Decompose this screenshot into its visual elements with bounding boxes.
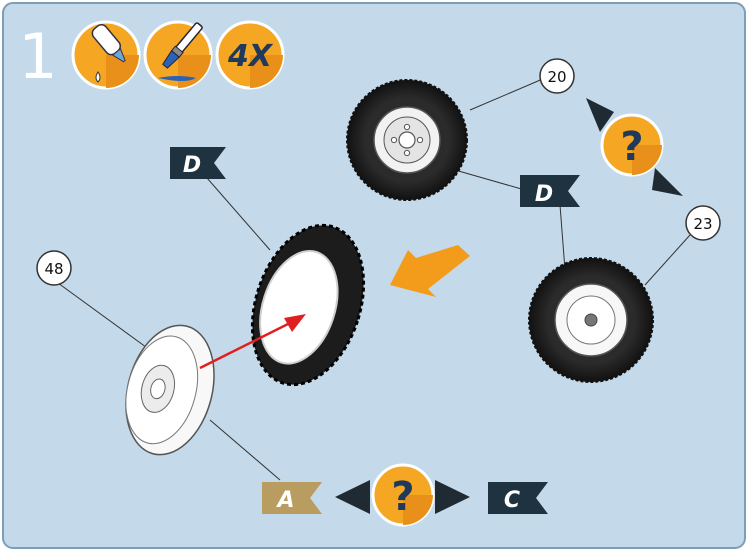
red-insert-arrow bbox=[199, 314, 306, 370]
svg-text:4X: 4X bbox=[227, 39, 274, 74]
leader-lines bbox=[57, 77, 691, 481]
part-label-23: 23 bbox=[685, 205, 721, 241]
flag-d-top: D bbox=[170, 147, 226, 179]
flag-d-middle: D bbox=[520, 175, 580, 207]
flag-a: A bbox=[262, 482, 322, 514]
step-number: 1 bbox=[18, 20, 57, 93]
svg-text:?: ? bbox=[391, 474, 414, 520]
svg-text:20: 20 bbox=[547, 68, 566, 86]
rim-48 bbox=[125, 324, 215, 456]
part-label-48: 48 bbox=[36, 250, 72, 286]
svg-text:?: ? bbox=[620, 124, 643, 170]
wheel-23 bbox=[528, 257, 654, 383]
svg-text:D: D bbox=[535, 182, 553, 207]
svg-text:23: 23 bbox=[693, 215, 712, 233]
choice-marker-right: ? bbox=[586, 98, 683, 196]
tire bbox=[250, 223, 366, 387]
svg-text:48: 48 bbox=[44, 260, 63, 278]
orange-direction-arrow bbox=[390, 245, 470, 297]
wheel-20 bbox=[346, 79, 468, 201]
paint-brush-icon bbox=[143, 20, 213, 90]
svg-text:C: C bbox=[504, 488, 520, 513]
part-label-20: 20 bbox=[539, 58, 575, 94]
choice-marker-bottom: ? bbox=[335, 463, 470, 527]
flag-c: C bbox=[488, 482, 548, 514]
svg-text:D: D bbox=[183, 153, 201, 178]
svg-text:A: A bbox=[275, 488, 294, 513]
quantity-badge: 4X bbox=[215, 20, 285, 90]
glue-icon bbox=[71, 20, 141, 90]
